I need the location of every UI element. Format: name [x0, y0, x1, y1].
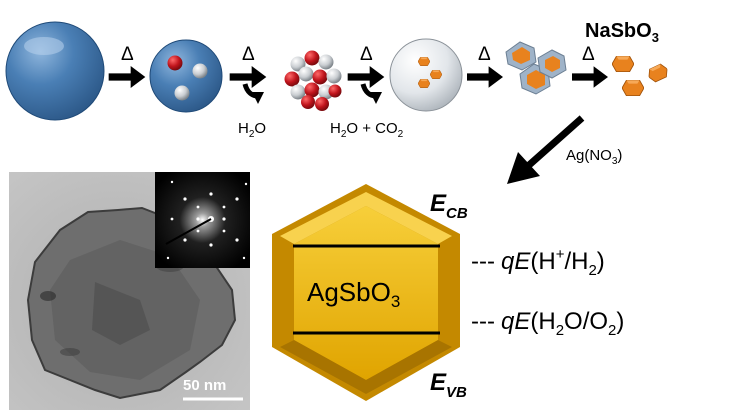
scale-bar-label: 50 nm — [183, 377, 226, 394]
valence-band-label: EVB — [430, 369, 467, 401]
nasbo3-crystals — [612, 56, 671, 96]
heat-symbol: Δ — [582, 44, 595, 65]
oxygen-level-label: ---qE(H2O/O2) — [471, 308, 624, 339]
tem-micrograph: 50 nm — [9, 172, 250, 410]
white-sphere-with-crystals — [389, 38, 463, 112]
heat-arrow-3: Δ H2O + CO2 — [330, 44, 404, 140]
heat-symbol: Δ — [242, 44, 255, 65]
reaction-sequence: Δ Δ H2O — [5, 20, 671, 184]
precursor-sphere-highlight — [24, 37, 64, 55]
heat-symbol: Δ — [121, 44, 134, 65]
heat-arrow-1: Δ — [108, 44, 146, 88]
hexagon-top-face — [280, 192, 452, 244]
product-label: NaSbO3 — [585, 20, 659, 45]
compound-label: AgSbO3 — [307, 277, 400, 311]
hexagon-face — [294, 206, 438, 380]
exchange-label: Ag(NO3) — [566, 147, 622, 167]
water-co2-label: H2O + CO2 — [330, 120, 404, 140]
heat-arrow-2: Δ H2O — [229, 44, 267, 140]
heat-symbol: Δ — [478, 44, 491, 65]
ion-exchange-arrow — [507, 115, 585, 184]
sphere-with-inclusions — [149, 39, 223, 113]
saed-inset — [155, 172, 250, 268]
particle-cluster — [284, 50, 342, 111]
coated-crystals — [505, 41, 567, 95]
conduction-band-label: ECB — [430, 190, 468, 222]
heat-symbol: Δ — [360, 44, 373, 65]
precursor-sphere — [5, 21, 105, 121]
water-label: H2O — [238, 120, 266, 140]
heat-arrow-5: Δ — [572, 44, 608, 88]
band-diagram: AgSbO3 ECB EVB ---qE(H+/H2) ---qE(H2O/O2… — [272, 184, 624, 401]
heat-arrow-4: Δ — [467, 44, 503, 88]
hydrogen-level-label: ---qE(H+/H2) — [471, 246, 605, 279]
